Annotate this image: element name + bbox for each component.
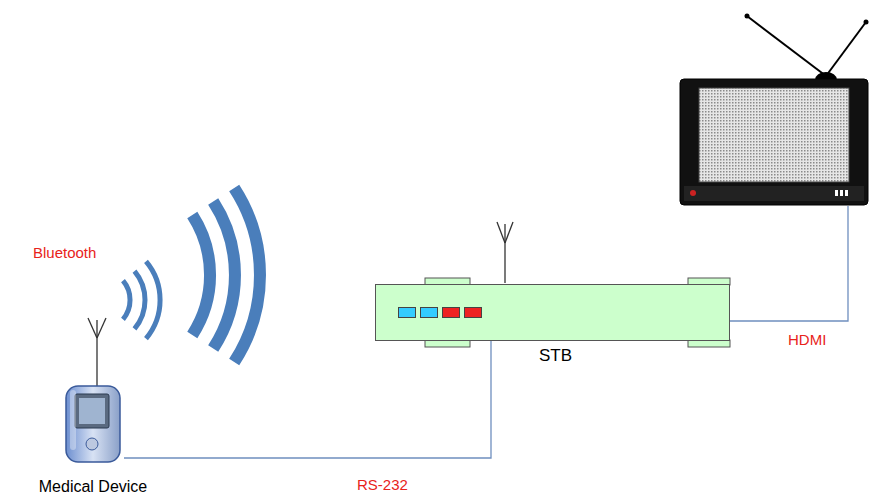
edge-label: RS-232 [357,476,408,493]
device-antenna [88,318,106,386]
stb-antenna [497,222,513,283]
protocol-label: HDMI [788,331,826,348]
protocol-label: Bluetooth [33,244,96,261]
serial-connector [124,341,491,458]
device-label: Medical Device [39,478,147,496]
stb-button [464,307,482,318]
stb-button [398,307,416,318]
medical-device: Medical Device [62,384,124,464]
device-icon [62,384,124,464]
stb-button [420,307,438,318]
stb-label: STB [539,346,572,366]
hdmi-wire [730,206,848,321]
television [680,14,869,206]
stb-button [442,307,460,318]
bluetooth-waves [123,188,260,362]
stb-box: STB [375,284,730,341]
